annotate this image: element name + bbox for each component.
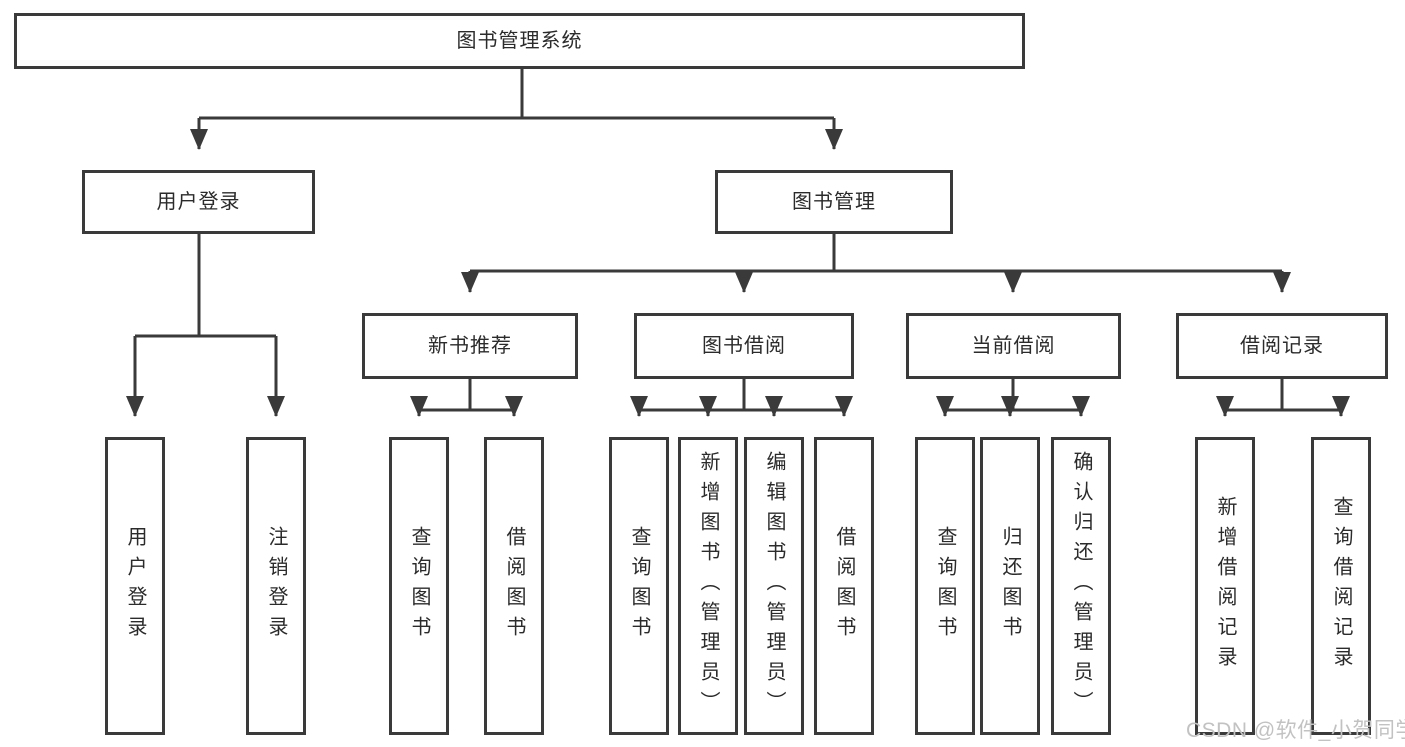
leaf-edit-book-admin: 编辑图书（管理员） [744, 437, 804, 735]
node-user-login: 用户登录 [82, 170, 315, 234]
leaf-borrow-books-recommend: 借阅图书 [484, 437, 544, 735]
node-book-borrowing: 图书借阅 [634, 313, 854, 379]
leaf-query-books-borrow: 查询图书 [609, 437, 669, 735]
node-borrowing-records: 借阅记录 [1176, 313, 1388, 379]
node-system-root: 图书管理系统 [14, 13, 1025, 69]
watermark: CSDN @软件_小贺同学 [1186, 719, 1405, 742]
node-new-book-recommendation: 新书推荐 [362, 313, 578, 379]
leaf-query-books-current: 查询图书 [915, 437, 975, 735]
leaf-borrow-books-borrow: 借阅图书 [814, 437, 874, 735]
leaf-query-borrow-record: 查询借阅记录 [1311, 437, 1371, 735]
node-current-borrowing: 当前借阅 [906, 313, 1121, 379]
leaf-user-login: 用户登录 [105, 437, 165, 735]
leaf-confirm-return-admin: 确认归还（管理员） [1051, 437, 1111, 735]
node-book-management: 图书管理 [715, 170, 953, 234]
leaf-logout: 注销登录 [246, 437, 306, 735]
leaf-add-borrow-record: 新增借阅记录 [1195, 437, 1255, 735]
leaf-query-books-recommend: 查询图书 [389, 437, 449, 735]
leaf-return-books: 归还图书 [980, 437, 1040, 735]
leaf-add-book-admin: 新增图书（管理员） [678, 437, 738, 735]
